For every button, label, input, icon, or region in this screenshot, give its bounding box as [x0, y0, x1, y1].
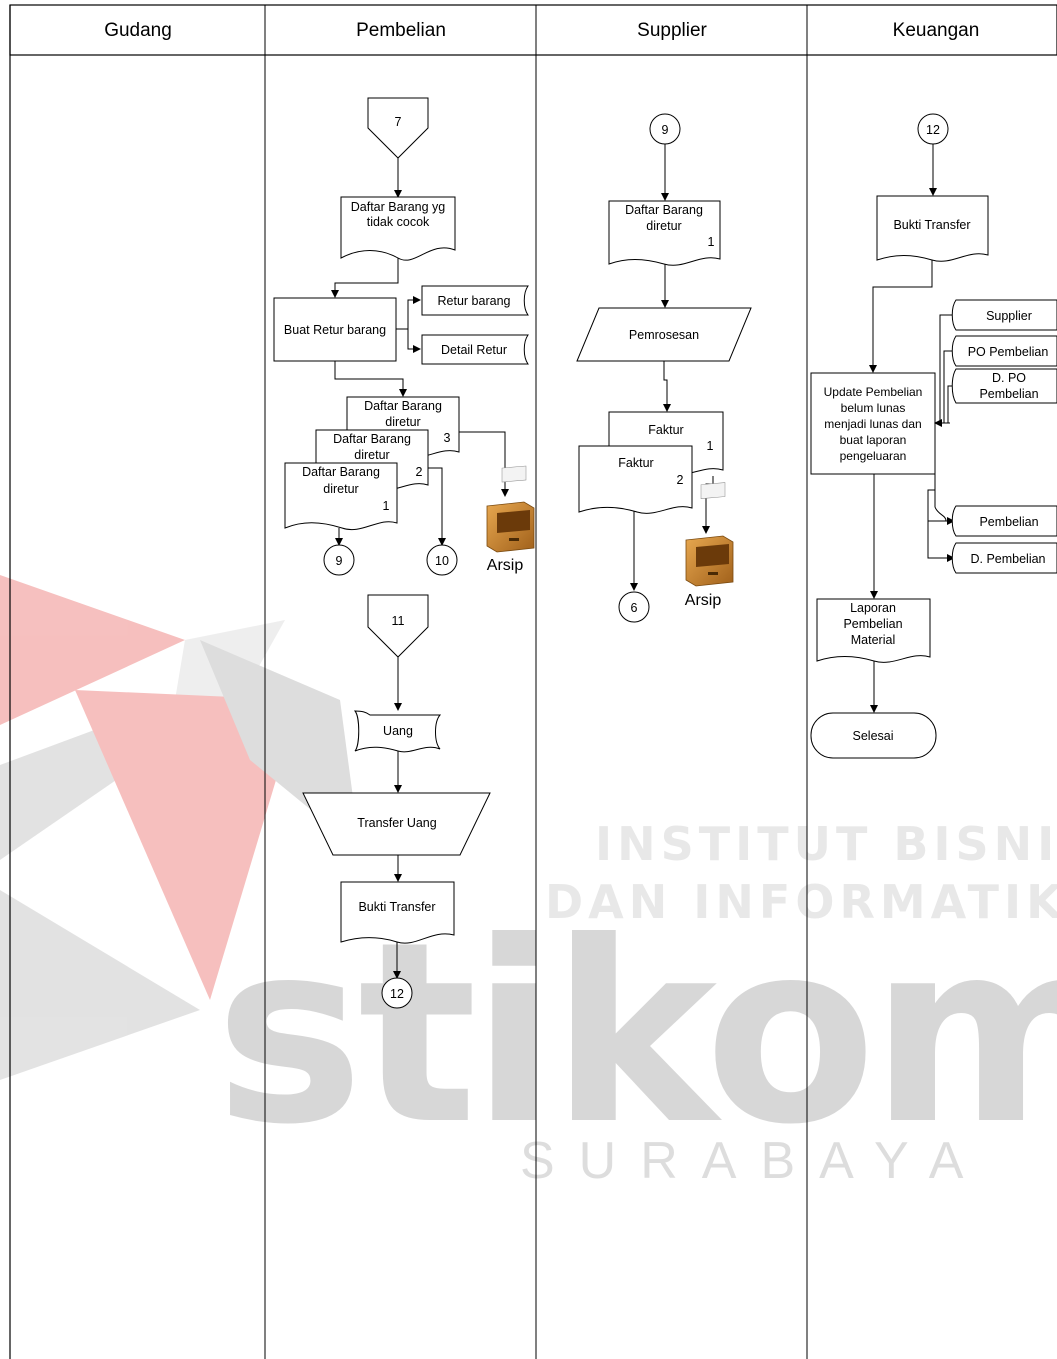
document-uang: Uang [353, 710, 442, 753]
svg-text:1: 1 [707, 439, 714, 453]
datastore-d-po-pembelian: D. PO Pembelian [951, 368, 1057, 404]
svg-text:6: 6 [631, 601, 638, 615]
document-diretur-copy-1: Daftar Barang diretur 1 [284, 462, 398, 531]
svg-text:menjadi lunas dan: menjadi lunas dan [824, 417, 921, 431]
terminator-selesai: Selesai [810, 712, 937, 759]
input-pemrosesan: Pemrosesan [576, 307, 752, 362]
connector-12-keuangan: 12 [917, 113, 949, 145]
svg-text:tidak cocok: tidak cocok [367, 215, 430, 229]
arsip-label-pembelian: Arsip [487, 557, 524, 574]
svg-text:Pembelian: Pembelian [979, 387, 1038, 401]
svg-text:12: 12 [926, 123, 940, 137]
svg-text:9: 9 [336, 554, 343, 568]
document-diretur-supplier: Daftar Barang diretur 1 [608, 200, 721, 266]
watermark-line2: DAN INFORMATIKA [545, 875, 1057, 929]
connector-10: 10 [426, 544, 458, 576]
svg-text:Daftar Barang: Daftar Barang [364, 399, 442, 413]
process-update-pembelian: Update Pembelian belum lunas menjadi lun… [810, 372, 936, 475]
svg-text:Transfer Uang: Transfer Uang [357, 816, 436, 830]
svg-text:diretur: diretur [646, 219, 681, 233]
datastore-d-pembelian: D. Pembelian [951, 542, 1057, 574]
svg-text:Selesai: Selesai [853, 729, 894, 743]
datastore-retur-barang: Retur barang [421, 285, 529, 316]
svg-text:pengeluaran: pengeluaran [840, 449, 907, 463]
svg-text:Faktur: Faktur [648, 423, 683, 437]
document-bukti-transfer-pembelian: Bukti Transfer [340, 881, 455, 944]
lane-header-pembelian: Pembelian [356, 20, 446, 41]
svg-text:Update Pembelian: Update Pembelian [824, 385, 923, 399]
svg-text:Uang: Uang [383, 724, 413, 738]
offpage-connector-7: 7 [367, 97, 429, 159]
connector-6: 6 [618, 591, 650, 623]
svg-text:Retur barang: Retur barang [438, 294, 511, 308]
connector-9-supplier: 9 [649, 113, 681, 145]
svg-text:1: 1 [708, 235, 715, 249]
svg-text:Detail Retur: Detail Retur [441, 343, 507, 357]
svg-text:D. PO: D. PO [992, 371, 1026, 385]
svg-text:1: 1 [383, 499, 390, 513]
svg-text:Bukti Transfer: Bukti Transfer [358, 900, 435, 914]
datastore-detail-retur: Detail Retur [421, 334, 529, 365]
lane-header-supplier: Supplier [637, 20, 707, 41]
svg-text:12: 12 [390, 987, 404, 1001]
svg-text:diretur: diretur [385, 415, 420, 429]
connector-9-pembelian: 9 [323, 544, 355, 576]
svg-text:PO Pembelian: PO Pembelian [968, 345, 1049, 359]
svg-text:Pembelian: Pembelian [979, 515, 1038, 529]
svg-text:Buat Retur barang: Buat Retur barang [284, 323, 386, 337]
document-daftar-tidak-cocok: Daftar Barang yg tidak cocok [340, 196, 456, 261]
svg-text:buat laporan: buat laporan [840, 433, 907, 447]
manual-operation-transfer-uang: Transfer Uang [302, 792, 491, 856]
svg-text:Supplier: Supplier [986, 309, 1032, 323]
svg-text:9: 9 [662, 123, 669, 137]
watermark-line1: INSTITUT BISNIS [595, 817, 1057, 871]
svg-text:Pembelian: Pembelian [843, 617, 902, 631]
svg-text:D. Pembelian: D. Pembelian [970, 552, 1045, 566]
svg-text:Laporan: Laporan [850, 601, 896, 615]
svg-text:11: 11 [392, 614, 405, 628]
arsip-label-supplier: Arsip [685, 592, 722, 609]
archive-cabinet-icon [486, 465, 535, 553]
datastore-po-pembelian: PO Pembelian [951, 335, 1057, 367]
datastore-pembelian: Pembelian [951, 505, 1057, 537]
datastore-supplier: Supplier [951, 299, 1057, 331]
svg-text:belum lunas: belum lunas [841, 401, 906, 415]
svg-text:2: 2 [416, 465, 423, 479]
watermark-city: SURABAYA [520, 1132, 988, 1190]
document-faktur-copy-2: Faktur 2 [578, 445, 693, 514]
svg-text:Bukti Transfer: Bukti Transfer [893, 218, 970, 232]
svg-text:3: 3 [444, 431, 451, 445]
svg-text:10: 10 [435, 554, 449, 568]
svg-text:diretur: diretur [354, 448, 389, 462]
lane-header-keuangan: Keuangan [893, 20, 980, 41]
svg-text:7: 7 [395, 115, 402, 129]
document-laporan-pembelian-material: Laporan Pembelian Material [816, 598, 931, 663]
archive-cabinet-icon [685, 482, 734, 587]
svg-text:Daftar Barang yg: Daftar Barang yg [351, 200, 446, 214]
svg-text:2: 2 [677, 473, 684, 487]
svg-text:Pemrosesan: Pemrosesan [629, 328, 699, 342]
svg-text:Daftar Barang: Daftar Barang [302, 465, 380, 479]
svg-text:Material: Material [851, 633, 895, 647]
swimlane-frame: Gudang Pembelian Supplier Keuangan [9, 4, 1057, 1359]
process-buat-retur-barang: Buat Retur barang [273, 297, 397, 362]
svg-text:Faktur: Faktur [618, 456, 653, 470]
svg-text:Daftar Barang: Daftar Barang [333, 432, 411, 446]
lane-header-gudang: Gudang [104, 20, 172, 41]
watermark: INSTITUT BISNIS DAN INFORMATIKA stikom S… [0, 575, 1057, 1190]
svg-text:Daftar Barang: Daftar Barang [625, 203, 703, 217]
offpage-connector-11: 11 [367, 594, 429, 658]
connector-12-pembelian: 12 [381, 977, 413, 1009]
svg-text:diretur: diretur [323, 482, 358, 496]
document-bukti-transfer-keuangan: Bukti Transfer [876, 195, 989, 262]
